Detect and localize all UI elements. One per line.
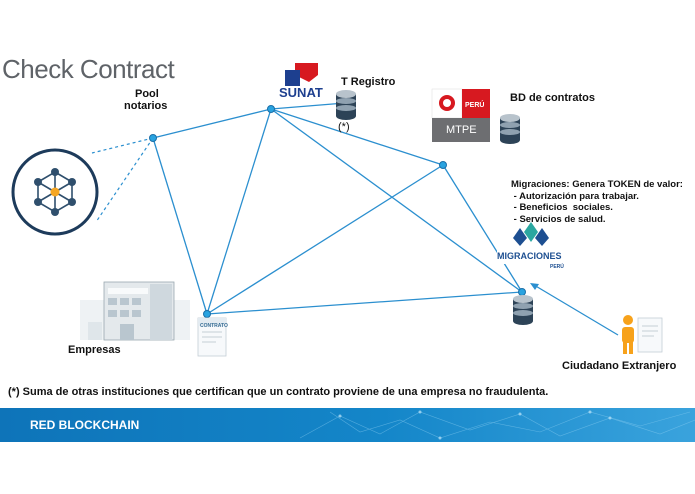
- contract-document-ciudadano: [637, 317, 663, 353]
- peru-logo-text: PERÚ: [465, 102, 485, 109]
- link-sunat-mtpe: [270, 108, 444, 166]
- link-sunat-empresas: [206, 108, 272, 315]
- migraciones-token-list: Migraciones: Genera TOKEN de valor: - Au…: [511, 179, 683, 225]
- contract-label: CONTRATO: [200, 323, 228, 329]
- footnote: (*) Suma de otras instituciones que cert…: [8, 386, 549, 398]
- label-pool: Pool: [135, 88, 159, 100]
- node-mtpe: [439, 161, 447, 169]
- database-icon-migraciones: [513, 295, 533, 325]
- citizen-arrow: [530, 283, 619, 336]
- link-sunat-registro: [270, 102, 346, 110]
- label-asterisk: (*): [338, 121, 350, 133]
- bottom-band: [0, 442, 695, 494]
- empresas-building-illustration: [80, 281, 190, 341]
- link-mtpe-empresas: [206, 164, 444, 315]
- label-ciudadano: Ciudadano Extranjero: [562, 360, 677, 372]
- database-icon-registro: [336, 90, 356, 120]
- node-empresas: [203, 310, 211, 318]
- network-links: [152, 102, 523, 315]
- migraciones-heading: Migraciones: Genera TOKEN de valor:: [511, 179, 683, 190]
- contract-document-empresas: [197, 317, 227, 357]
- pool-dashed-links: [91, 137, 154, 223]
- sunat-logo-text: SUNAT: [279, 85, 323, 100]
- database-icon-contratos: [500, 114, 520, 144]
- link-sunat-migraciones: [270, 108, 523, 293]
- network-nodes: [149, 105, 526, 318]
- link-pool-sunat: [152, 108, 272, 139]
- footer-network-pattern: [299, 410, 695, 440]
- node-pool: [149, 134, 157, 142]
- label-empresas: Empresas: [68, 344, 121, 356]
- link-pool-empresas: [152, 137, 208, 315]
- link-empresas-migraciones: [206, 291, 523, 315]
- migraciones-logo-subtext: PERÚ: [550, 264, 564, 270]
- label-notarios: notarios: [124, 100, 168, 112]
- footer-bar: RED BLOCKCHAIN: [0, 408, 695, 442]
- slide-title: Check Contract: [2, 54, 175, 84]
- top-band: [0, 0, 695, 52]
- migraciones-logo: [497, 216, 567, 264]
- node-migraciones: [518, 288, 526, 296]
- sunat-logo: [285, 63, 318, 86]
- mtpe-logo: [431, 88, 490, 142]
- footer-text: RED BLOCKCHAIN: [30, 418, 140, 432]
- link-mtpe-migraciones: [442, 164, 523, 293]
- mtpe-logo-text: MTPE: [446, 124, 477, 136]
- migraciones-item: - Autorización para trabajar.: [511, 190, 639, 202]
- migraciones-item: - Beneficios sociales.: [511, 202, 613, 213]
- node-sunat: [267, 105, 275, 113]
- person-icon: [622, 315, 634, 354]
- label-bd-contratos: BD de contratos: [510, 92, 595, 104]
- blockchain-hexagon-icon: [11, 148, 99, 236]
- migraciones-logo-text: MIGRACIONES: [497, 251, 562, 261]
- label-t-registro: T Registro: [341, 76, 396, 88]
- migraciones-item: - Servicios de salud.: [511, 213, 606, 225]
